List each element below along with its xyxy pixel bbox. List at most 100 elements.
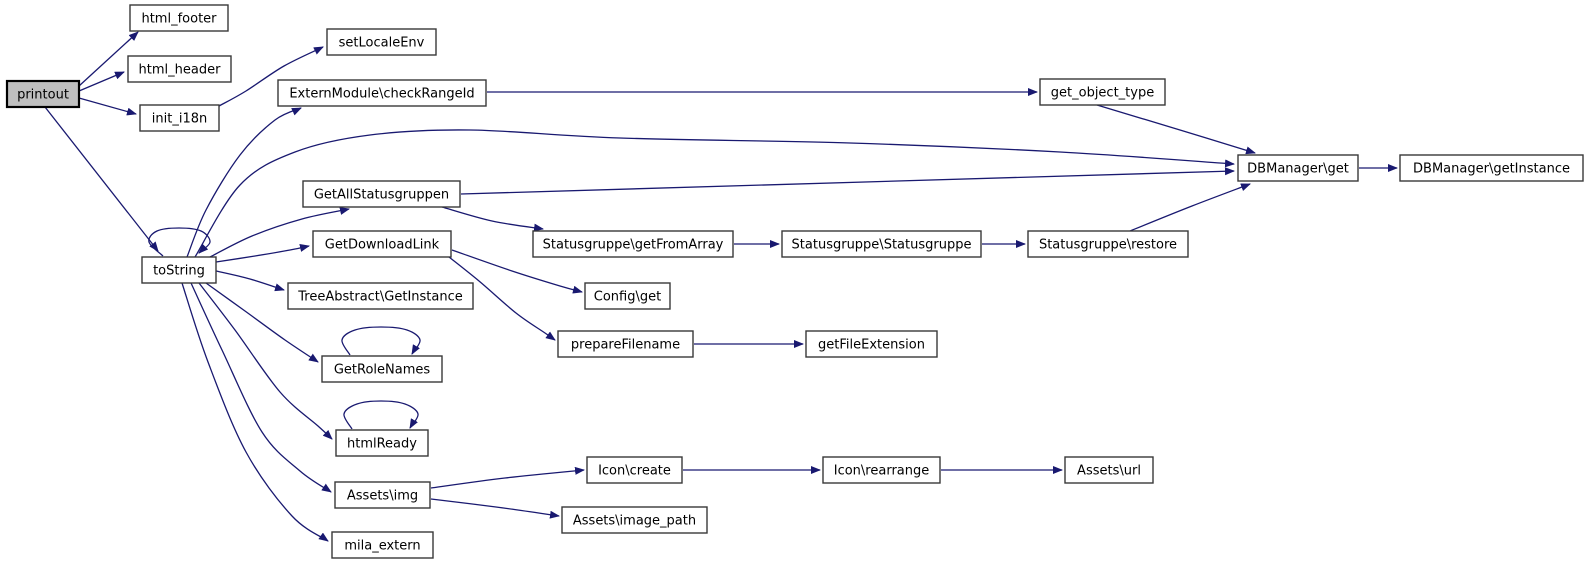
- node-getdownloadlink[interactable]: GetDownloadLink: [312, 230, 452, 258]
- node-label-getrolenames: GetRoleNames: [334, 363, 431, 378]
- edge-tostring--tostring: [148, 227, 211, 257]
- node-init-i18n[interactable]: init_i18n: [139, 104, 220, 132]
- node-assetsimg[interactable]: Assets\img: [334, 481, 431, 509]
- node-iconcreate[interactable]: Icon\create: [586, 456, 683, 484]
- node-label-treegetinstance: TreeAbstract\GetInstance: [297, 290, 463, 305]
- node-label-mila-extern: mila_extern: [344, 539, 420, 554]
- edge-tostring--treegetinstance: [215, 270, 285, 292]
- node-restore[interactable]: Statusgruppe\restore: [1027, 230, 1189, 258]
- node-box-preparefilename[interactable]: [557, 330, 694, 358]
- node-configget[interactable]: Config\get: [584, 282, 671, 310]
- edge-getdownloadlink--preparefilename: [448, 256, 556, 341]
- node-label-dbgetinstance: DBManager\getInstance: [1413, 162, 1570, 177]
- node-assetsimagepath[interactable]: Assets\image_path: [561, 506, 708, 534]
- node-box-setlocaleenv[interactable]: [326, 28, 437, 56]
- edge-tostring--htmlready: [198, 282, 333, 440]
- node-box-tostring[interactable]: [141, 256, 217, 284]
- edge-tostring--getdownloadlink: [215, 244, 310, 263]
- node-box-htmlready[interactable]: [335, 429, 429, 457]
- node-box-printout[interactable]: [5, 79, 81, 109]
- edge-tostring--mila-extern: [181, 282, 329, 542]
- edge-init-i18n--setlocaleenv: [218, 46, 324, 107]
- node-label-assetsurl: Assets\url: [1077, 464, 1141, 479]
- node-label-assetsimagepath: Assets\image_path: [573, 514, 696, 529]
- node-get-object-type[interactable]: get_object_type: [1039, 78, 1166, 106]
- node-box-dbgetinstance[interactable]: [1399, 154, 1584, 182]
- node-box-treegetinstance[interactable]: [287, 282, 474, 310]
- node-preparefilename[interactable]: prepareFilename: [557, 330, 694, 358]
- edge-printout--tostring: [44, 106, 159, 252]
- node-label-assetsimg: Assets\img: [347, 489, 418, 504]
- node-checkrangeid[interactable]: ExternModule\checkRangeId: [277, 79, 487, 107]
- edge-printout--init-i18n: [78, 97, 137, 116]
- edge-tostring--checkrangeid: [186, 107, 302, 258]
- node-treegetinstance[interactable]: TreeAbstract\GetInstance: [287, 282, 474, 310]
- edge-htmlready--htmlready: [343, 400, 419, 430]
- node-iconrearrange[interactable]: Icon\rearrange: [822, 456, 941, 484]
- node-label-html-header: html_header: [139, 63, 222, 78]
- node-label-tostring: toString: [153, 264, 205, 279]
- node-label-checkrangeid: ExternModule\checkRangeId: [289, 87, 474, 102]
- node-label-dbget: DBManager\get: [1247, 162, 1349, 177]
- node-dbget[interactable]: DBManager\get: [1237, 154, 1359, 182]
- node-setlocaleenv[interactable]: setLocaleEnv: [326, 28, 437, 56]
- node-box-assetsurl[interactable]: [1064, 456, 1154, 484]
- edge-tostring--getrolenames: [205, 282, 319, 363]
- edge-restore--dbget: [1129, 183, 1251, 232]
- node-box-getfileextension[interactable]: [805, 330, 938, 358]
- node-box-configget[interactable]: [584, 282, 671, 310]
- node-tostring[interactable]: toString: [141, 256, 217, 284]
- node-label-iconcreate: Icon\create: [598, 464, 671, 479]
- node-box-get-object-type[interactable]: [1039, 78, 1166, 106]
- node-box-mila-extern[interactable]: [331, 531, 434, 559]
- node-box-iconcreate[interactable]: [586, 456, 683, 484]
- node-label-getfromarray: Statusgruppe\getFromArray: [543, 238, 724, 253]
- node-box-assetsimg[interactable]: [334, 481, 431, 509]
- node-getfileextension[interactable]: getFileExtension: [805, 330, 938, 358]
- node-box-html-footer[interactable]: [129, 4, 229, 32]
- node-box-dbget[interactable]: [1237, 154, 1359, 182]
- node-label-getallstatusgruppen: GetAllStatusgruppen: [314, 188, 449, 203]
- node-box-assetsimagepath[interactable]: [561, 506, 708, 534]
- node-box-checkrangeid[interactable]: [277, 79, 487, 107]
- node-printout[interactable]: printout: [5, 79, 81, 109]
- node-html-header[interactable]: html_header: [127, 55, 232, 83]
- edge-printout--html-header: [78, 71, 125, 92]
- node-htmlready[interactable]: htmlReady: [335, 429, 429, 457]
- edge-getallstatusgruppen--getfromarray: [441, 206, 544, 232]
- node-label-printout: printout: [17, 88, 69, 103]
- node-dbgetinstance[interactable]: DBManager\getInstance: [1399, 154, 1584, 182]
- edge-tostring--dbget: [194, 129, 1235, 258]
- node-box-html-header[interactable]: [127, 55, 232, 83]
- node-box-restore[interactable]: [1027, 230, 1189, 258]
- node-label-iconrearrange: Icon\rearrange: [834, 464, 930, 479]
- node-box-getallstatusgruppen[interactable]: [302, 180, 461, 208]
- node-label-restore: Statusgruppe\restore: [1039, 238, 1177, 253]
- node-label-get-object-type: get_object_type: [1051, 86, 1154, 101]
- node-label-getdownloadlink: GetDownloadLink: [325, 238, 440, 253]
- node-box-init-i18n[interactable]: [139, 104, 220, 132]
- node-box-getdownloadlink[interactable]: [312, 230, 452, 258]
- node-getallstatusgruppen[interactable]: GetAllStatusgruppen: [302, 180, 461, 208]
- node-label-configget: Config\get: [594, 290, 661, 305]
- node-getfromarray[interactable]: Statusgruppe\getFromArray: [532, 230, 734, 258]
- edge-getrolenames--getrolenames: [341, 326, 421, 356]
- node-box-getfromarray[interactable]: [532, 230, 734, 258]
- edge-getallstatusgruppen--dbget: [460, 167, 1235, 195]
- node-label-init-i18n: init_i18n: [152, 112, 207, 127]
- node-box-getrolenames[interactable]: [321, 355, 443, 383]
- node-assetsurl[interactable]: Assets\url: [1064, 456, 1154, 484]
- node-label-preparefilename: prepareFilename: [571, 338, 680, 353]
- node-statusgruppector[interactable]: Statusgruppe\Statusgruppe: [781, 230, 982, 258]
- node-box-statusgruppector[interactable]: [781, 230, 982, 258]
- node-mila-extern[interactable]: mila_extern: [331, 531, 434, 559]
- node-html-footer[interactable]: html_footer: [129, 4, 229, 32]
- edge-tostring--assetsimg: [190, 282, 332, 493]
- node-label-statusgruppector: Statusgruppe\Statusgruppe: [792, 238, 972, 253]
- node-getrolenames[interactable]: GetRoleNames: [321, 355, 443, 383]
- edge-get-object-type--dbget: [1096, 104, 1256, 155]
- node-label-html-footer: html_footer: [141, 12, 217, 27]
- node-box-iconrearrange[interactable]: [822, 456, 941, 484]
